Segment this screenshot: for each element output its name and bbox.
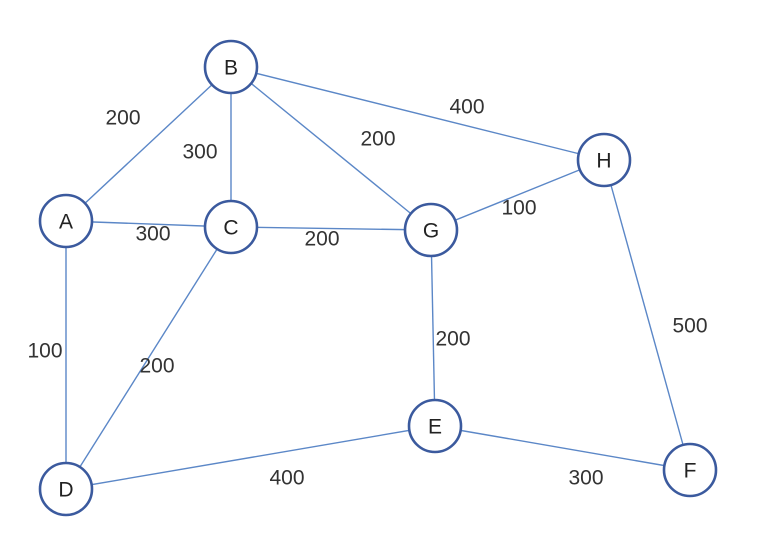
- edge-c-g: [230, 226, 432, 231]
- node-label: H: [596, 150, 611, 173]
- edge-weight-label: 200: [105, 107, 140, 130]
- node-circle: [38, 461, 94, 517]
- edge-h-f: [603, 159, 691, 471]
- node-e: E: [407, 398, 463, 454]
- edge-weight-label: 200: [139, 355, 174, 378]
- node-b: B: [203, 39, 259, 95]
- node-label: B: [224, 57, 238, 80]
- node-circle: [38, 193, 94, 249]
- node-d: D: [38, 461, 94, 517]
- node-circle: [403, 202, 459, 258]
- edge-a-c: [65, 220, 232, 228]
- edge-b-h: [230, 66, 605, 161]
- edge-e-f: [434, 425, 691, 471]
- edge-a-b: [65, 66, 232, 222]
- node-h: H: [576, 132, 632, 188]
- edge-weight-label: 200: [435, 328, 470, 351]
- edge-g-e: [430, 229, 436, 427]
- edge-weight-label: 200: [304, 228, 339, 251]
- edge-weight-label: 400: [269, 467, 304, 490]
- node-label: C: [223, 217, 238, 240]
- node-circle: [203, 199, 259, 255]
- edge-g-h: [430, 159, 605, 231]
- node-circle: [407, 398, 463, 454]
- edge-weight-label: 300: [182, 141, 217, 164]
- node-label: A: [59, 211, 73, 234]
- edge-weight-label: 200: [360, 128, 395, 151]
- node-label: D: [58, 479, 73, 502]
- edge-b-g: [230, 66, 432, 231]
- edge-weight-label: 300: [135, 223, 170, 246]
- edge-weight-label: 300: [568, 467, 603, 490]
- node-circle: [662, 442, 718, 498]
- edge-weight-label: 100: [27, 340, 62, 363]
- node-g: G: [403, 202, 459, 258]
- node-c: C: [203, 199, 259, 255]
- edge-d-e: [65, 425, 436, 490]
- edge-c-d: [65, 226, 232, 490]
- node-f: F: [662, 442, 718, 498]
- node-label: G: [423, 220, 439, 243]
- node-circle: [203, 39, 259, 95]
- edge-weight-label: 100: [501, 197, 536, 220]
- edge-weight-label: 500: [672, 315, 707, 338]
- node-label: F: [684, 460, 697, 483]
- edge-weight-label: 400: [449, 96, 484, 119]
- node-a: A: [38, 193, 94, 249]
- node-circle: [576, 132, 632, 188]
- node-label: E: [428, 416, 442, 439]
